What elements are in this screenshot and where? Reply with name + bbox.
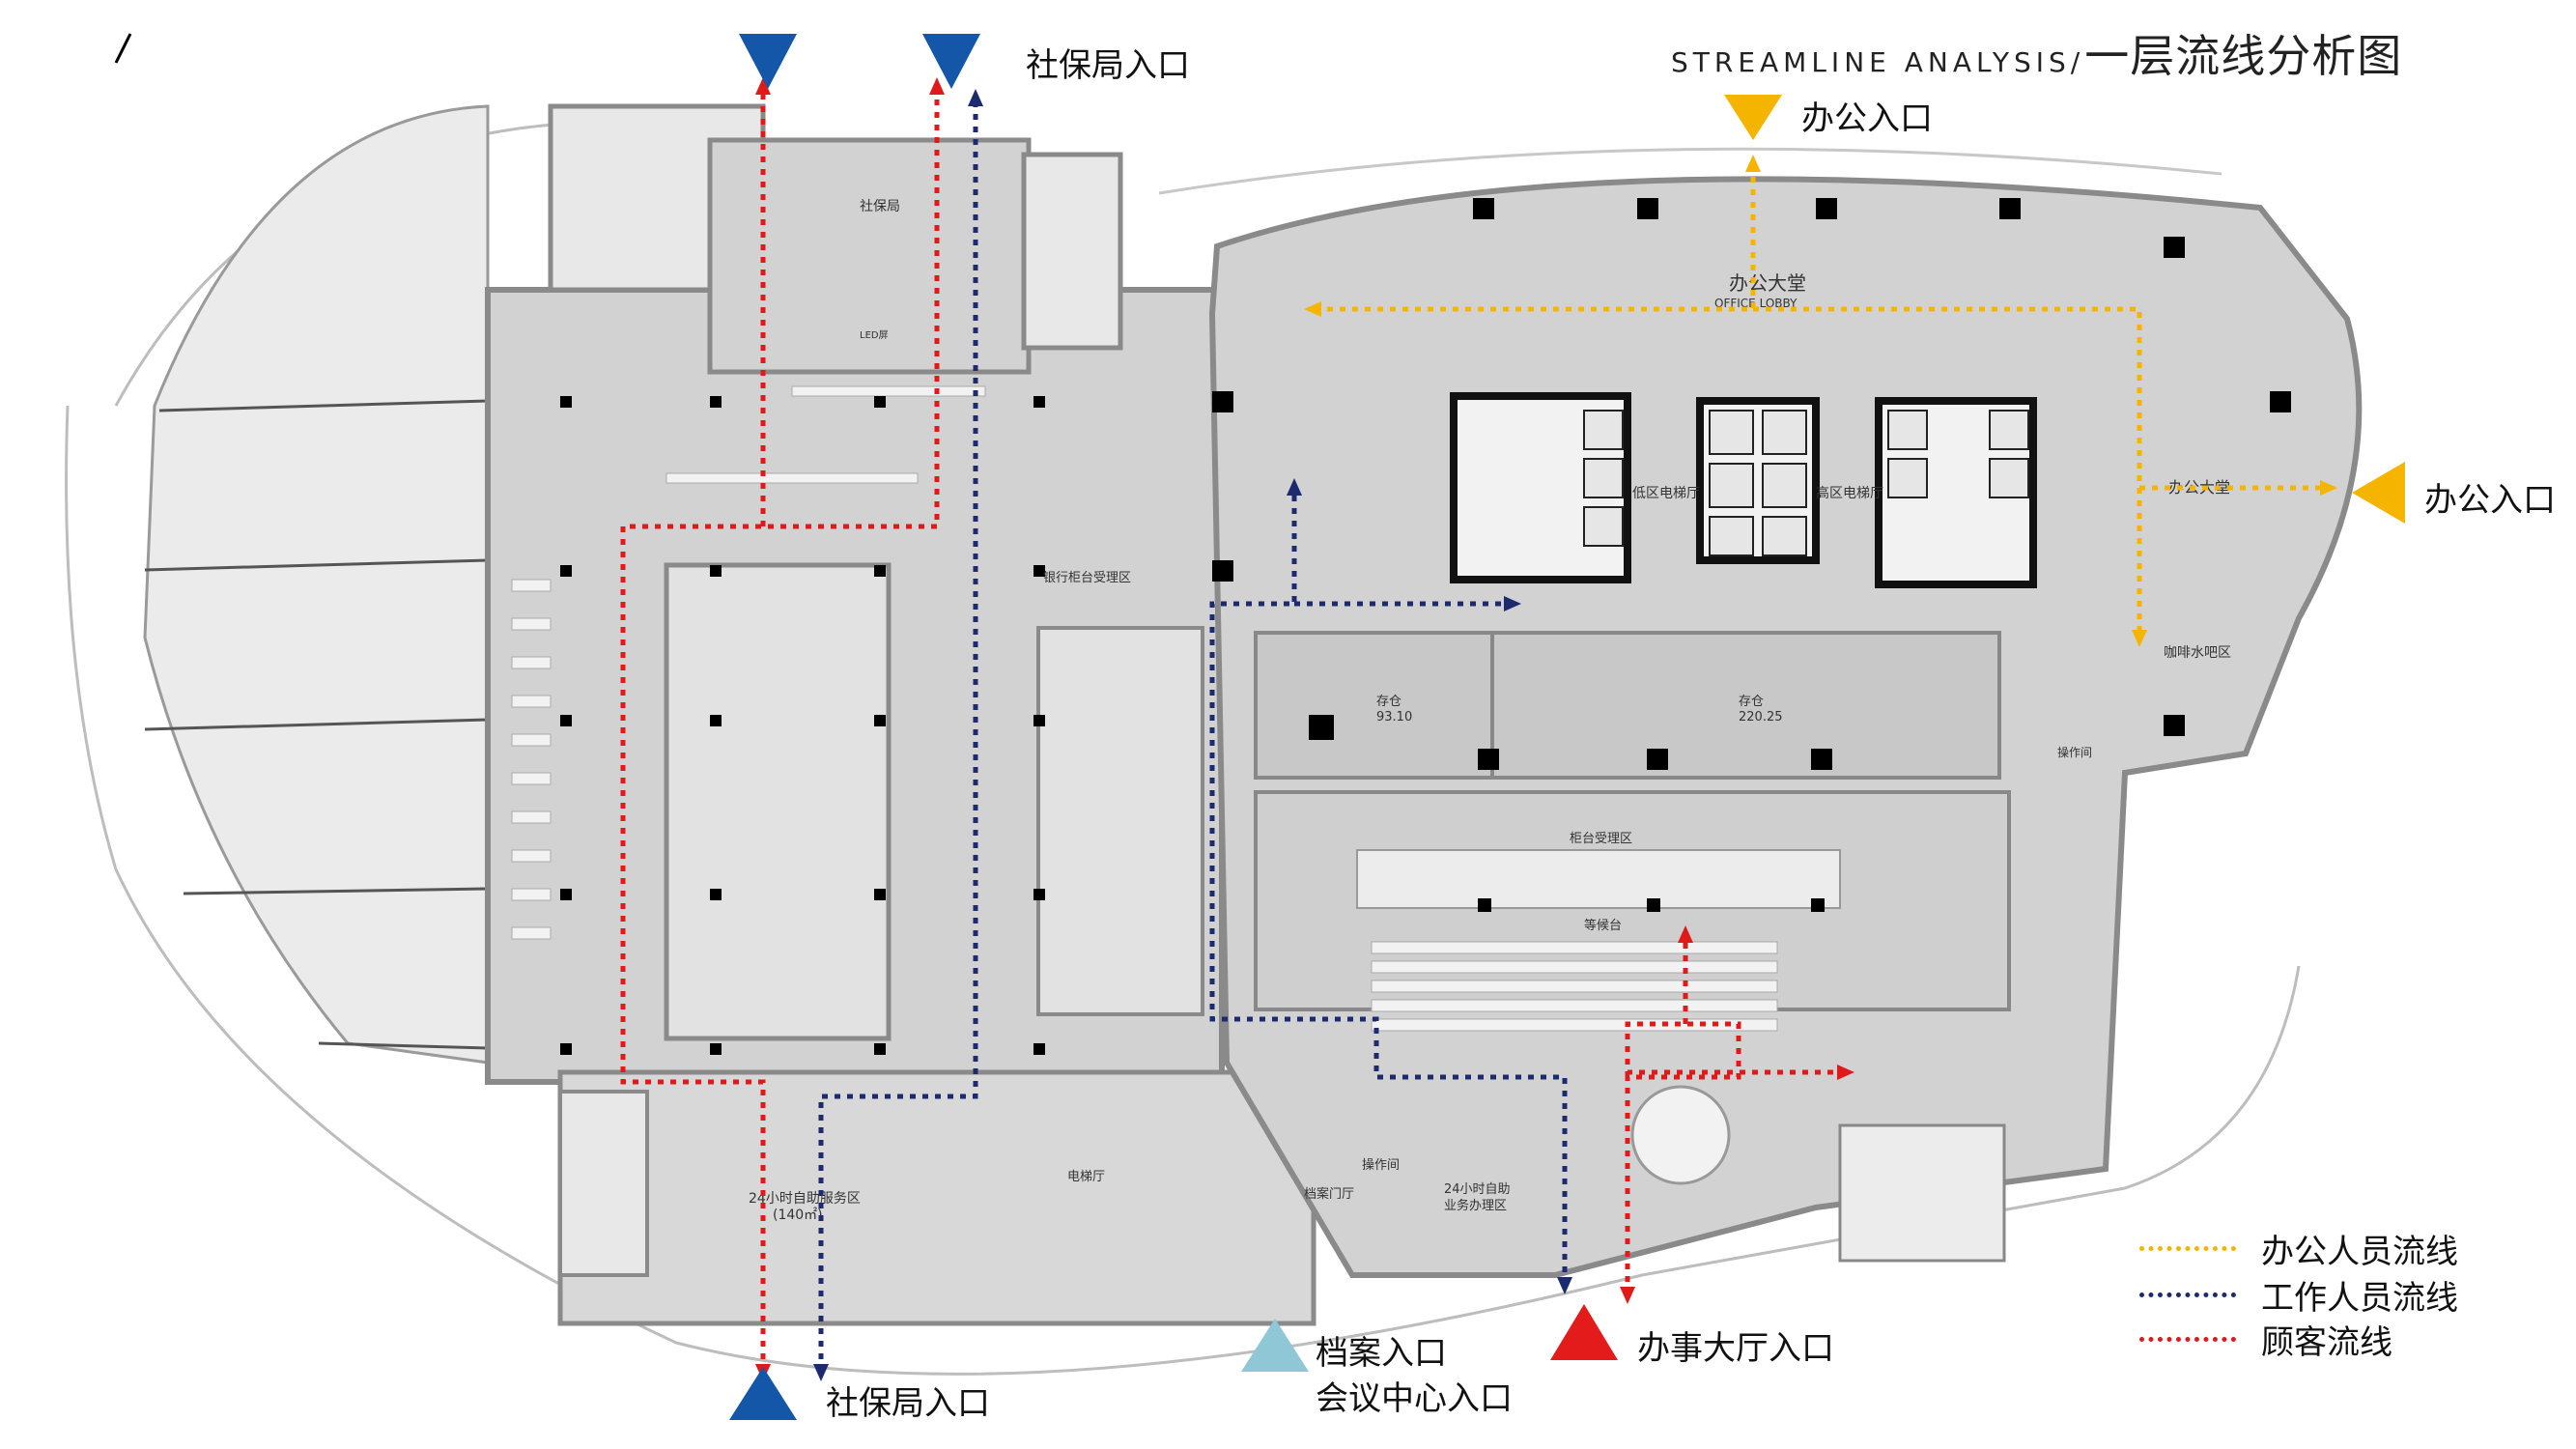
room-cafe: 咖啡水吧区 xyxy=(2164,645,2231,661)
stair-block-top xyxy=(1021,152,1123,351)
room-elev-hall: 电梯厅 xyxy=(1067,1170,1105,1184)
label-conference-entrance: 会议中心入口 xyxy=(1316,1379,1513,1418)
legend-customer-label: 顾客流线 xyxy=(2261,1323,2392,1362)
red-marker xyxy=(1550,1304,1618,1360)
label-office-entrance-top: 办公入口 xyxy=(1801,99,1933,138)
north-arrow xyxy=(114,33,132,64)
room-self-service-area: (140㎡) xyxy=(773,1208,823,1223)
counter-desks xyxy=(1356,849,1841,909)
yellow-marker-right xyxy=(2352,462,2405,524)
bank-counter xyxy=(1036,626,1204,1016)
diagram-title: STREAMLINE ANALYSIS/一层流线分析图 xyxy=(1671,21,2402,85)
room-store-1-area: 93.10 xyxy=(1376,710,1412,724)
desk-rows xyxy=(511,385,986,940)
legend-office-flow: 办公人员流线 xyxy=(2139,1225,2458,1272)
storage-1 xyxy=(1254,631,1494,780)
room-store-1: 存仓 xyxy=(1376,695,1401,709)
label-office-entrance-right: 办公入口 xyxy=(2424,481,2556,520)
label-social-entrance-top: 社保局入口 xyxy=(1026,46,1190,85)
room-waiting: 等候台 xyxy=(1584,918,1622,933)
lower-right-room xyxy=(1838,1123,2006,1263)
room-store-2: 存仓 xyxy=(1739,695,1764,709)
staff-flow xyxy=(818,97,1568,1372)
room-self-service-2b: 业务办理区 xyxy=(1444,1198,1507,1213)
bottom-left-stair xyxy=(558,1090,649,1277)
room-social-bureau: 社保局 xyxy=(860,199,900,214)
legend-customer-flow: 顾客流线 xyxy=(2139,1316,2392,1363)
customer-arrowheads xyxy=(755,77,1854,1381)
legend-office-line xyxy=(2139,1246,2236,1251)
room-store-2-area: 220.25 xyxy=(1739,710,1783,724)
site-boundary-top xyxy=(1158,147,2222,195)
office-flow xyxy=(1314,164,2328,638)
staff-arrowheads xyxy=(813,89,1572,1381)
yellow-marker-top xyxy=(1724,95,1782,140)
room-self-service-2: 24小时自助 xyxy=(1444,1182,1511,1197)
room-bank-counter: 银行柜台受理区 xyxy=(1043,571,1131,585)
label-archive-entrance: 档案入口 xyxy=(1316,1334,1447,1373)
label-social-entrance-bottom: 社保局入口 xyxy=(826,1384,990,1423)
legend-customer-line xyxy=(2139,1337,2236,1342)
round-feature xyxy=(1630,1085,1731,1185)
title-en: STREAMLINE ANALYSIS/ xyxy=(1671,46,2085,78)
blue-marker-bottom xyxy=(729,1367,797,1420)
storage-2 xyxy=(1490,631,2001,780)
room-ops: 操作间 xyxy=(2057,745,2092,759)
blue-marker-top-1 xyxy=(739,34,797,89)
waiting-desks xyxy=(1371,941,1778,1032)
office-arrowheads xyxy=(1304,155,2337,647)
legend-staff-flow: 工作人员流线 xyxy=(2139,1271,2458,1319)
blue-marker-top-2 xyxy=(922,34,980,89)
room-ops-2: 操作间 xyxy=(1362,1157,1400,1173)
bottom-block xyxy=(557,1069,1316,1326)
legend-staff-label: 工作人员流线 xyxy=(2261,1279,2458,1318)
columns xyxy=(560,198,2291,1055)
room-office-lobby-en: OFFICE LOBBY xyxy=(1714,297,1798,310)
legend-office-label: 办公人员流线 xyxy=(2261,1233,2458,1271)
room-led: LED屏 xyxy=(860,329,889,341)
label-hall-entrance: 办事大厅入口 xyxy=(1637,1329,1834,1368)
bank-area xyxy=(664,562,892,1041)
lightblue-marker xyxy=(1241,1319,1309,1372)
wing-rays xyxy=(144,399,489,1050)
room-self-service: 24小时自助服务区 xyxy=(749,1191,861,1207)
elevator-cells xyxy=(1583,410,2029,556)
room-low-elev: 低区电梯厅 xyxy=(1632,486,1700,501)
room-counter-zone: 柜台受理区 xyxy=(1570,832,1632,846)
customer-flow xyxy=(620,87,1845,1372)
room-high-elev: 高区电梯厅 xyxy=(1816,485,1883,501)
room-archive-hall: 档案门厅 xyxy=(1304,1187,1354,1202)
room-office-hall-2: 办公大堂 xyxy=(2168,478,2230,497)
legend-staff-line xyxy=(2139,1293,2236,1297)
title-zh: 一层流线分析图 xyxy=(2084,30,2403,82)
left-wing xyxy=(143,104,490,1065)
room-office-lobby: 办公大堂 xyxy=(1729,271,1806,295)
